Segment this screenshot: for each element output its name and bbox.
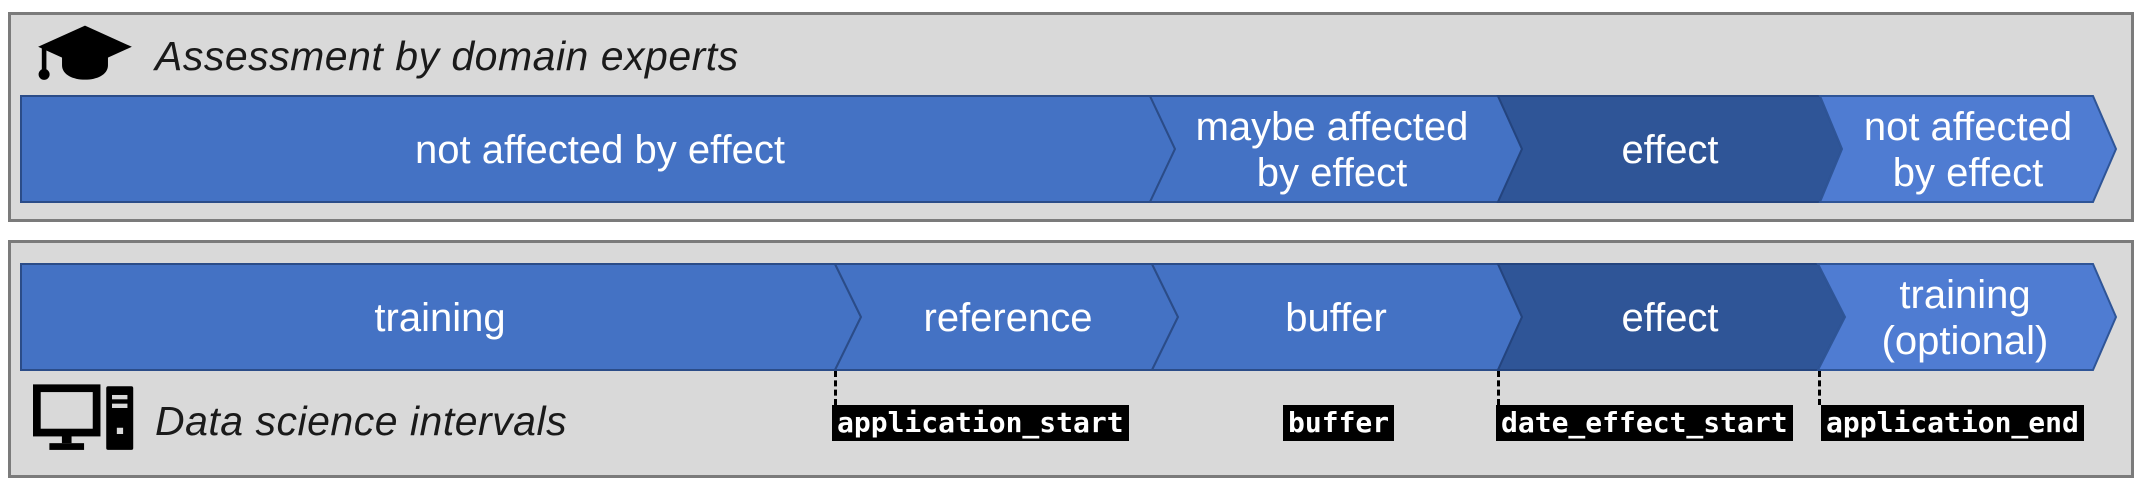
segment-label: training xyxy=(1899,273,2030,317)
marker-buffer: buffer xyxy=(1283,405,1395,441)
segment-label: not affected xyxy=(1864,105,2072,149)
marker-application-start: application_start xyxy=(832,405,1129,441)
dashed-connector-application-end xyxy=(1818,371,1821,405)
segment-label: effect xyxy=(1621,296,1718,340)
computer-icon xyxy=(33,384,134,450)
ds-timeline-band: training reference buffer effect trainin… xyxy=(20,263,2118,371)
dashed-connector-application-start xyxy=(834,371,837,405)
dashed-connector-date-effect-start xyxy=(1497,371,1500,405)
segment-label: (optional) xyxy=(1882,319,2049,363)
segment-label: not affected by effect xyxy=(415,128,785,172)
segment-label: reference xyxy=(924,296,1093,340)
ds-panel-footer: Data science intervals xyxy=(33,383,567,459)
segment-label: by effect xyxy=(1893,151,2043,195)
ds-panel-caption: Data science intervals xyxy=(155,397,568,444)
segment-label: maybe affected xyxy=(1196,105,1469,149)
expert-panel-title: Assessment by domain experts xyxy=(155,32,739,79)
marker-date-effect-start: date_effect_start xyxy=(1496,405,1793,441)
segment-label: effect xyxy=(1621,128,1718,172)
segment-not-affected-2 xyxy=(1818,95,2118,203)
graduation-cap-icon xyxy=(38,25,132,80)
data-science-panel: training reference buffer effect trainin… xyxy=(8,240,2134,478)
segment-label: buffer xyxy=(1285,296,1387,340)
segment-training-optional xyxy=(1816,263,2118,371)
segment-label: by effect xyxy=(1257,151,1407,195)
expert-panel-header: Assessment by domain experts xyxy=(33,23,739,89)
segment-label: training xyxy=(374,296,505,340)
marker-application-end: application_end xyxy=(1821,405,2084,441)
expert-timeline-band: not affected by effect maybe affected by… xyxy=(20,95,2118,203)
expert-assessment-panel: Assessment by domain experts not affecte… xyxy=(8,12,2134,222)
